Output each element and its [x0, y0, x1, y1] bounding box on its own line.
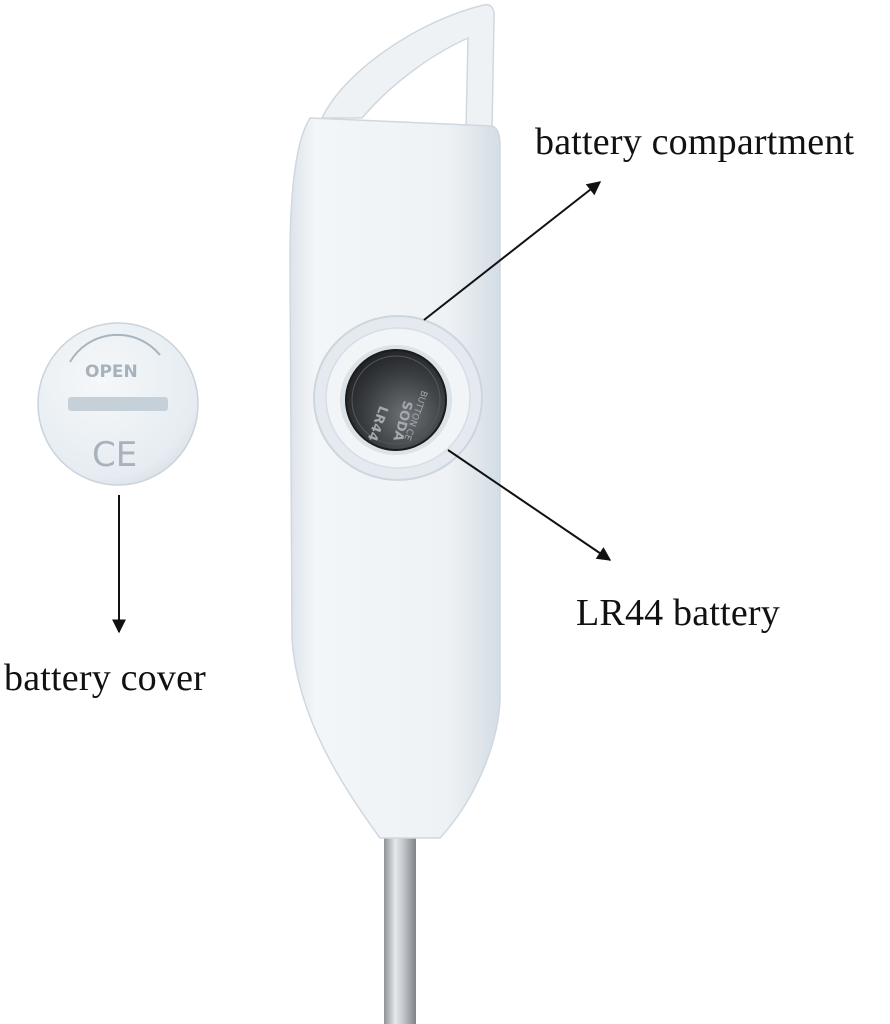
battery-cover: OPEN CE: [37, 322, 199, 486]
arrow-battery: [447, 449, 612, 561]
lr44-battery: LR44 SODA BUTTON CE: [345, 349, 447, 451]
probe-rod: [384, 838, 416, 1024]
label-lr44-battery: LR44 battery: [576, 592, 780, 634]
label-battery-compartment: battery compartment: [535, 121, 855, 163]
cover-open-text: OPEN: [85, 362, 138, 382]
label-battery-cover: battery cover: [4, 657, 206, 699]
hanging-loop: [320, 3, 495, 131]
cover-ce-mark: CE: [92, 435, 137, 475]
arrow-compartment: [423, 181, 602, 321]
cover-slot: [68, 397, 168, 411]
